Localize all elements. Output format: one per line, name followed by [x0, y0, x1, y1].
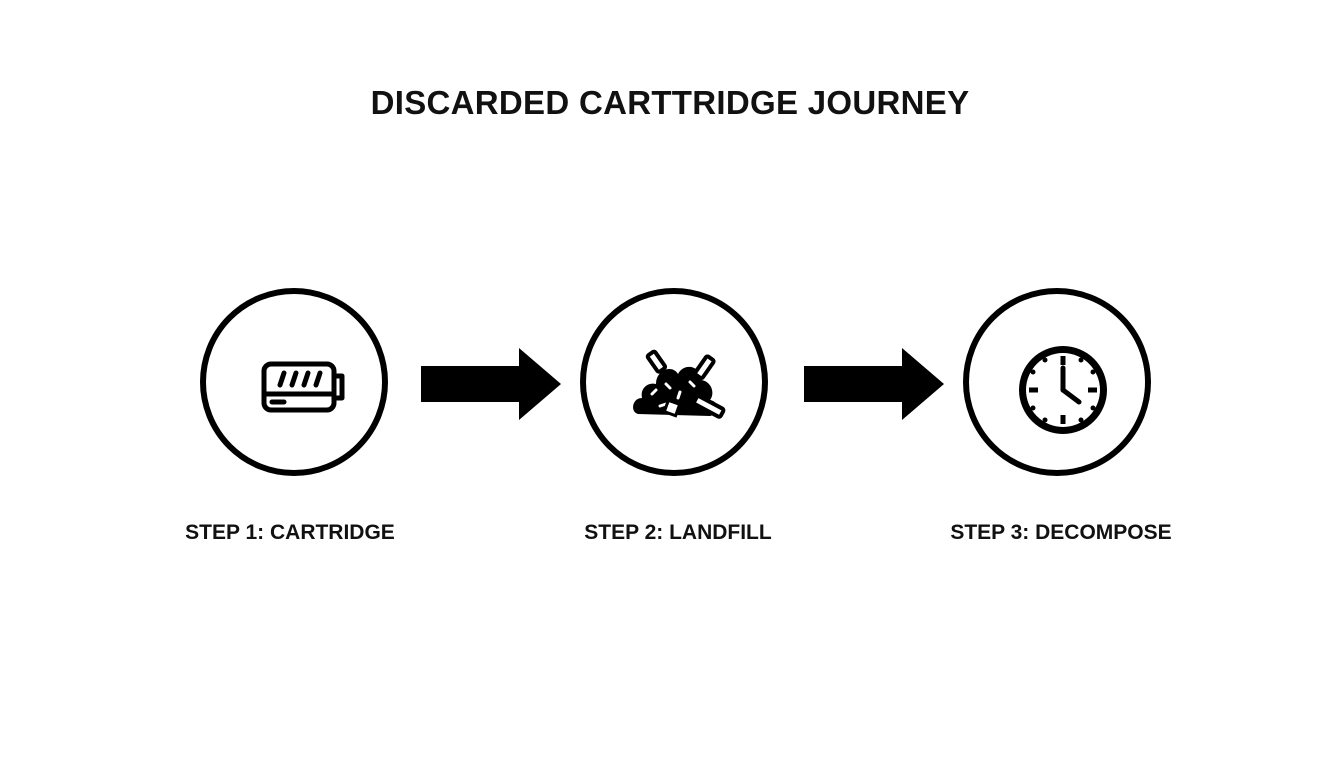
arrow-2	[804, 348, 944, 420]
arrow-1	[421, 348, 561, 420]
clock-icon	[1019, 346, 1107, 434]
step-1-circle	[200, 288, 388, 476]
landfill-trash-pile-icon	[633, 349, 726, 419]
step-3-label: STEP 3: DECOMPOSE	[950, 521, 1172, 544]
step-1-label: STEP 1: CARTRIDGE	[185, 521, 395, 544]
diagram-title: DISCARDED CARTTRIDGE JOURNEY	[370, 84, 970, 121]
cartridge-icon	[261, 361, 345, 413]
step-3-circle	[963, 288, 1151, 476]
step-2-label: STEP 2: LANDFILL	[584, 521, 772, 544]
step-2-circle	[580, 288, 768, 476]
